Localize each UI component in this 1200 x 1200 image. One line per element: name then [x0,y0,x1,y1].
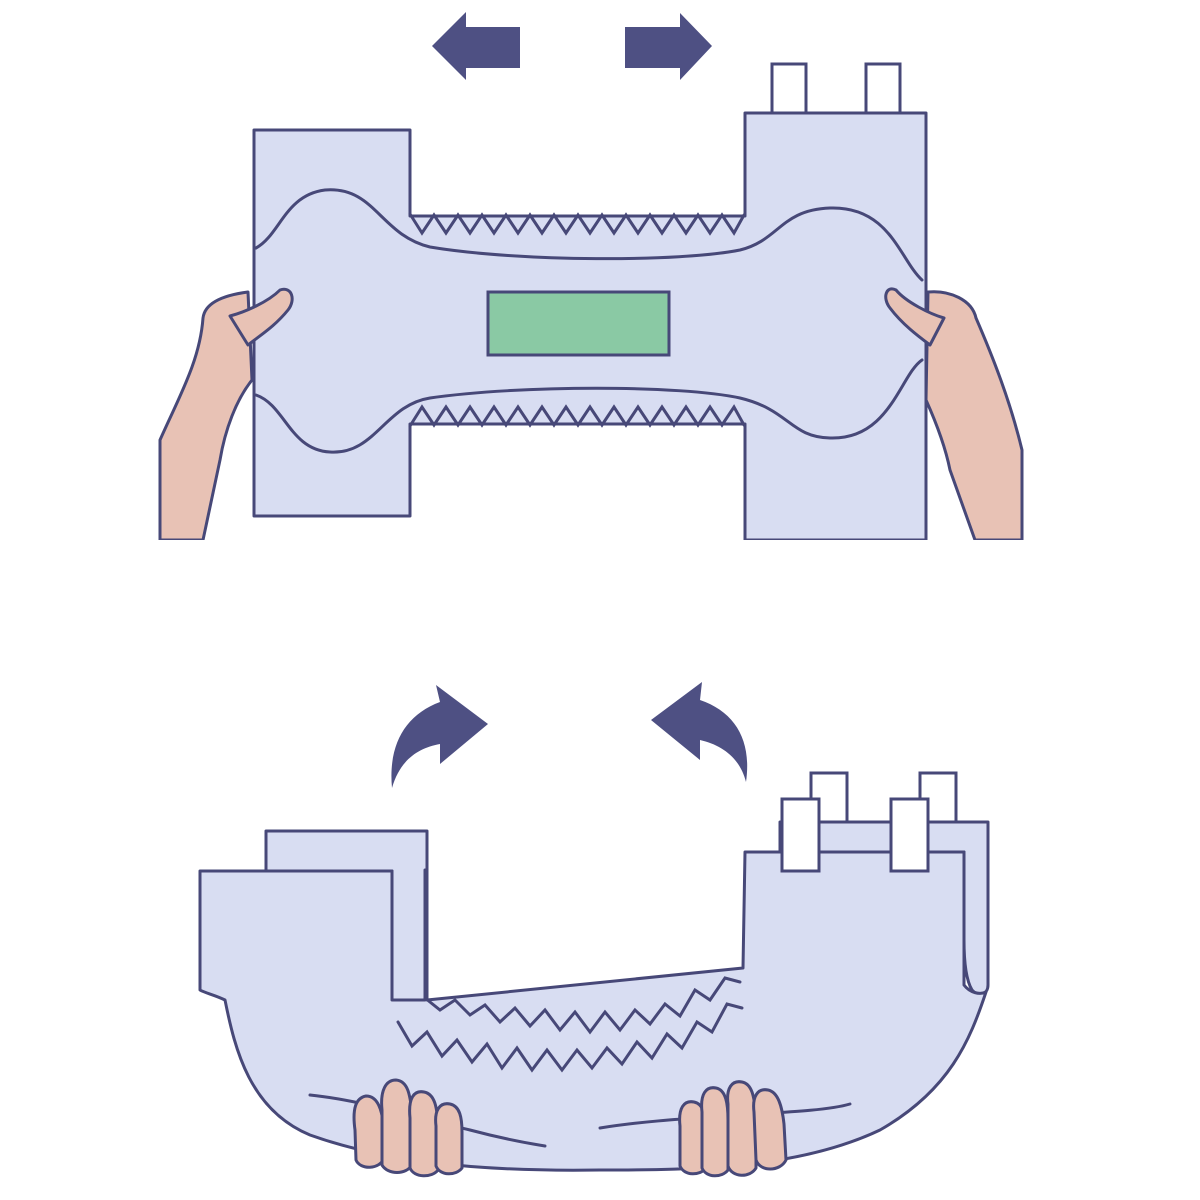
hand-right [924,290,1024,540]
core-outline-top [254,188,924,282]
step-2-panel [198,682,990,1178]
core-pad [486,290,671,357]
tab-front-right [889,797,930,873]
zigzag-inner [423,976,742,1035]
arrow-left-icon [432,12,520,80]
zigzag-outer [396,1002,744,1073]
zigzag-bottom [408,404,746,428]
diaper-cupped [198,850,988,1172]
arrow-right-icon [625,13,712,80]
thumb-right [884,287,946,347]
thumb-left [228,287,294,347]
hand-left [158,290,254,540]
curved-arrow-left-icon [651,682,748,782]
zigzag-top [408,212,746,236]
hands-bottom [352,1078,788,1178]
curved-arrow-right-icon [391,685,488,788]
tab-front-left [780,797,821,873]
step-1-panel [158,12,1024,540]
core-outline-bottom [254,358,924,454]
